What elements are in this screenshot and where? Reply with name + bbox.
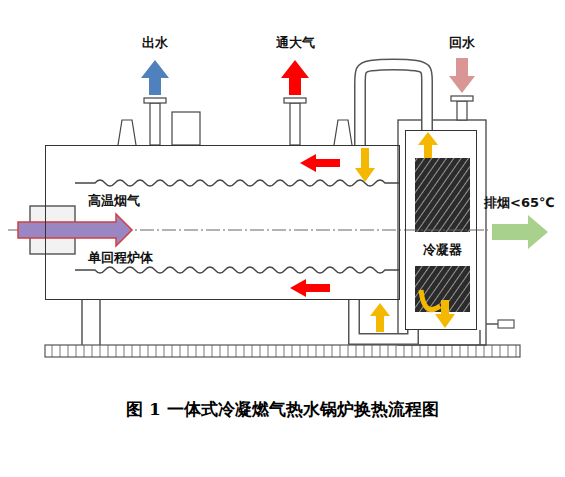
- base-frame: [45, 345, 520, 357]
- exhaust-arrow: [492, 215, 548, 249]
- pipe-connector: [360, 64, 427, 145]
- water-flow-arrow: [421, 290, 440, 310]
- drain-fitting: [498, 320, 514, 328]
- gas-flow-arrow: [300, 154, 340, 172]
- flow-label: 回水: [449, 36, 475, 51]
- support-leg: [479, 330, 481, 345]
- pipe-outline: [360, 64, 427, 145]
- water-flow-arrow: [370, 303, 390, 332]
- water-flow-arrow: [355, 148, 375, 182]
- drain-pipe: [486, 323, 498, 325]
- support-leg: [81, 300, 83, 345]
- flow-label: 出水: [142, 36, 168, 51]
- hot-gas-arrow: [18, 214, 132, 246]
- outlet-nozzle: [150, 103, 160, 145]
- condenser-label: 冷凝器: [421, 243, 464, 258]
- lifting-lug: [118, 120, 136, 145]
- vent-nozzle: [290, 103, 300, 145]
- figure-caption: 图 1 一体式冷凝燃气热水锅炉换热流程图: [126, 398, 439, 421]
- lifting-lug: [334, 120, 352, 145]
- furnace-wall: [75, 267, 400, 273]
- gas-label: 高温烟气: [88, 194, 140, 209]
- water-flow-arrow: [435, 300, 455, 328]
- nozzle-flange: [144, 98, 166, 103]
- flow-label: 通大气: [276, 36, 315, 51]
- condenser-box: 冷凝器: [405, 130, 477, 330]
- flow-label: 排烟<65℃: [484, 196, 555, 211]
- condenser-coil: [415, 158, 470, 232]
- nozzle-flange: [284, 98, 306, 103]
- body-label: 单回程炉体: [88, 251, 153, 266]
- water-out-arrow: [141, 60, 169, 95]
- return-nozzle: [457, 101, 467, 120]
- pipe-bore: [360, 64, 427, 145]
- water-flow-arrow: [418, 132, 438, 158]
- boiler-body: 高温烟气单回程炉体: [45, 145, 400, 300]
- support-leg: [99, 300, 101, 345]
- water-return-arrow: [449, 58, 475, 93]
- control-box: [172, 112, 200, 145]
- gas-flow-arrow: [290, 279, 330, 297]
- vent-arrow: [281, 60, 309, 95]
- furnace-wall: [75, 180, 400, 186]
- condenser-housing: [398, 120, 486, 345]
- nozzle-flange: [451, 96, 473, 101]
